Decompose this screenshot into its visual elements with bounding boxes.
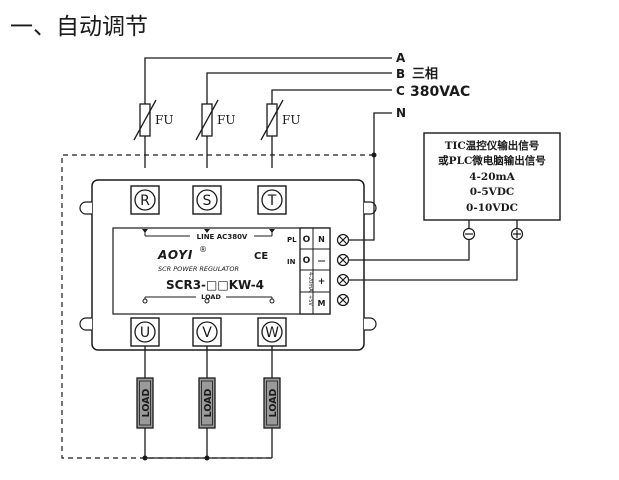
- signal-line-3: 4-20mA: [469, 171, 515, 183]
- signal-line-1: TIC温控仪输出信号: [445, 139, 540, 152]
- junction-dot: [142, 455, 148, 461]
- tb-row1-right: N: [318, 235, 325, 244]
- tb-row2-left: O: [303, 256, 311, 266]
- fuse-3: FU: [260, 99, 300, 141]
- load-indicator-label: LOAD: [201, 293, 221, 301]
- arrow-icon: [269, 229, 275, 233]
- junction-dot: [204, 455, 210, 461]
- terminal-s-label: S: [203, 193, 212, 209]
- terminal-w: W: [257, 317, 287, 347]
- signal-line-5: 0-10VDC: [466, 202, 518, 214]
- load-dot: [142, 298, 148, 304]
- fuse-label: FU: [217, 113, 235, 127]
- line-n-label: N: [396, 106, 406, 120]
- terminal-v-label: V: [202, 325, 212, 341]
- signal-box: TIC温控仪输出信号 或PLC微电脑输出信号 4-20mA 0-5VDC 0-1…: [423, 132, 561, 221]
- load-label: LOAD: [203, 389, 214, 418]
- tb-row3-left: 4-20mA: [307, 272, 313, 292]
- screw-icon: [336, 273, 350, 287]
- tb-row1-left: O: [303, 235, 311, 245]
- pl-label: PL: [287, 236, 297, 244]
- load-dot: [204, 298, 210, 304]
- registered-mark: ®: [199, 245, 207, 254]
- terminal-r-label: R: [140, 193, 150, 209]
- positive-terminal-icon: [510, 220, 524, 241]
- negative-terminal-icon: [462, 220, 476, 241]
- load-1: LOAD: [136, 377, 154, 429]
- arrow-icon: [142, 229, 148, 233]
- terminal-u: U: [130, 317, 160, 347]
- ce-mark: CE: [254, 251, 268, 262]
- terminal-t: T: [257, 185, 287, 215]
- line-ac-label: LINE AC380V: [197, 233, 248, 241]
- terminal-t-label: T: [267, 193, 277, 209]
- tb-row4-right: M: [318, 299, 326, 308]
- brand-logo: AOYI: [157, 248, 193, 262]
- model-label: SCR3-□□KW-4: [166, 278, 264, 292]
- line-a-label: A: [396, 51, 406, 65]
- screw-icon: [336, 293, 350, 307]
- control-wiring: [348, 155, 518, 281]
- load-label: LOAD: [268, 389, 279, 418]
- regulator-body: [79, 179, 377, 351]
- screw-icon: [336, 253, 350, 267]
- load-label: LOAD: [141, 389, 152, 418]
- load-3: LOAD: [263, 377, 281, 429]
- terminal-block: [299, 227, 331, 315]
- signal-line-2: 或PLC微电脑输出信号: [438, 154, 546, 167]
- screw-icon: [336, 233, 350, 247]
- signal-line-4: 0-5VDC: [470, 186, 515, 198]
- load-2: LOAD: [198, 377, 216, 429]
- fuse-1: FU: [133, 99, 173, 141]
- tb-row2-right: —: [318, 256, 326, 265]
- fuse-label: FU: [282, 113, 300, 127]
- phase-label: 三相: [412, 66, 438, 82]
- line-b-label: B: [396, 67, 405, 81]
- diagram-heading: 一、自动调节: [10, 14, 148, 40]
- terminal-w-label: W: [265, 325, 279, 341]
- arrow-icon: [204, 229, 210, 233]
- fuse-2: FU: [195, 99, 235, 141]
- tb-row4-left: +5V: [307, 295, 313, 306]
- line-c-label: C: [396, 84, 405, 98]
- load-dot: [269, 298, 275, 304]
- regulator-subtitle: SCR POWER REGULATOR: [158, 265, 239, 273]
- terminal-u-label: U: [140, 325, 150, 341]
- terminal-r: R: [130, 185, 160, 215]
- terminal-s: S: [192, 185, 222, 215]
- fuse-label: FU: [155, 113, 173, 127]
- tb-row3-right: +: [318, 277, 326, 287]
- in-label: IN: [287, 258, 296, 266]
- terminal-v: V: [192, 317, 222, 347]
- voltage-label: 380VAC: [410, 84, 470, 100]
